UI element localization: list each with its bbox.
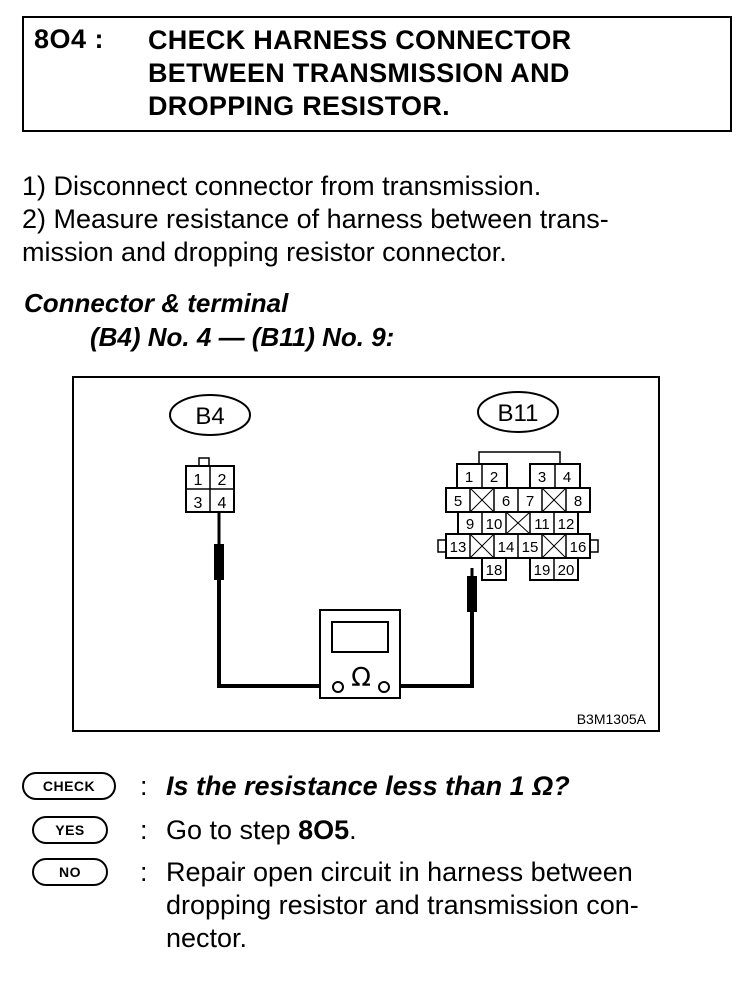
b11-pin: 12 [558, 516, 575, 533]
step-title: CHECK HARNESS CONNECTOR BETWEEN TRANSMIS… [148, 24, 571, 123]
yes-text-prefix: Go to step [166, 815, 299, 845]
b4-pin: 1 [194, 472, 203, 489]
b11-pin: 11 [534, 516, 550, 533]
connector-terminals: (B4) No. 4 — (B11) No. 9: [90, 322, 395, 352]
yes-action: Go to step 8O5. [166, 814, 357, 847]
b4-connector: 1 2 3 4 [185, 457, 235, 513]
check-badge: CHECK [22, 772, 116, 800]
no-action-line: Repair open circuit in harness between [166, 857, 633, 887]
instruction-line: mission and dropping resistor connector. [22, 237, 507, 267]
b11-pin: 5 [454, 493, 462, 510]
no-action-line: nector. [166, 923, 248, 953]
diagram-frame [72, 376, 660, 732]
instruction-line: 1) Disconnect connector from transmissio… [22, 171, 542, 201]
yes-text-suffix: . [349, 815, 357, 845]
b11-pin: 8 [574, 493, 582, 510]
b11-pin: 7 [526, 493, 534, 510]
b11-pin: 3 [538, 469, 546, 486]
wiring-diagram: B4 1 2 3 4 B11 1 2 3 4 5 6 7 8 [72, 376, 660, 732]
step-title-line: DROPPING RESISTOR. [148, 91, 450, 121]
b11-pin: 4 [563, 469, 571, 486]
figure-code: B3M1305A [577, 711, 647, 727]
ohmmeter: Ω [319, 609, 401, 699]
b4-pin: 2 [218, 472, 227, 489]
step-code: 8O4 : [34, 24, 105, 54]
no-action: Repair open circuit in harness between d… [166, 856, 639, 955]
yes-row: YES : Go to step 8O5. [22, 814, 722, 848]
no-badge: NO [32, 858, 108, 886]
check-colon: : [140, 771, 148, 801]
b4-label: B4 [195, 403, 224, 430]
connector-terminal-heading: Connector & terminal (B4) No. 4 — (B11) … [24, 286, 394, 354]
b11-pin: 1 [465, 469, 473, 486]
b11-pin: 9 [466, 516, 474, 533]
b11-label: B11 [498, 400, 539, 427]
b11-pin: 14 [498, 539, 515, 556]
step-title-line: BETWEEN TRANSMISSION AND [148, 58, 570, 88]
b11-pin: 19 [534, 562, 551, 579]
connector-heading: Connector & terminal [24, 288, 289, 318]
step-title-line: CHECK HARNESS CONNECTOR [148, 25, 572, 55]
b11-pin: 6 [502, 493, 510, 510]
b11-pin: 16 [570, 539, 587, 556]
test-leads [214, 512, 477, 688]
b11-pin: 15 [522, 539, 539, 556]
check-question: Is the resistance less than 1 Ω? [166, 771, 570, 801]
b11-pin: 2 [490, 469, 498, 486]
b11-connector: 1 2 3 4 5 6 7 8 9 10 11 12 [437, 451, 599, 581]
b4-label-oval [169, 394, 251, 436]
b11-label-oval [477, 391, 559, 433]
next-step-ref: 8O5 [298, 815, 350, 845]
yes-badge: YES [32, 816, 108, 844]
b11-pin: 20 [558, 562, 575, 579]
step-header: 8O4 : CHECK HARNESS CONNECTOR BETWEEN TR… [22, 16, 732, 132]
b4-pin: 3 [194, 495, 203, 512]
instructions: 1) Disconnect connector from transmissio… [22, 170, 712, 269]
b4-pin: 4 [218, 495, 227, 512]
b11-pin: 13 [450, 539, 467, 556]
no-row: NO : Repair open circuit in harness betw… [22, 856, 722, 956]
no-colon: : [140, 857, 148, 887]
meter-display [331, 621, 389, 653]
instruction-line: 2) Measure resistance of harness between… [22, 204, 609, 234]
b11-pin: 10 [486, 516, 503, 533]
yes-colon: : [140, 815, 148, 845]
b11-pin: 18 [486, 562, 503, 579]
ohm-icon: Ω [351, 663, 371, 693]
no-action-line: dropping resistor and transmission con- [166, 890, 639, 920]
check-row: CHECK : Is the resistance less than 1 Ω? [22, 770, 722, 804]
